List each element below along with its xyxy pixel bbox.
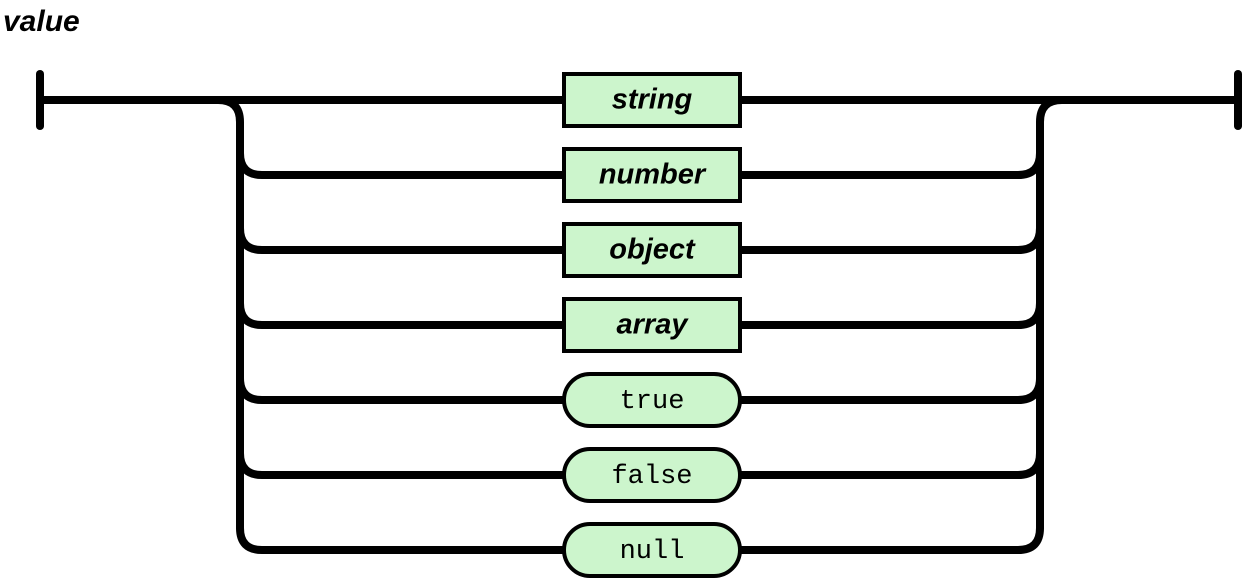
branch-lines: [214, 96, 1066, 554]
nonterminal-box-number: [562, 147, 742, 203]
merge-line-true: [736, 374, 1044, 404]
node-null: null: [562, 522, 742, 578]
terminal-box-null: [562, 522, 742, 578]
nonterminal-box-array: [562, 297, 742, 353]
branch-line-array: [236, 299, 568, 329]
branch-line-number: [236, 149, 568, 179]
node-label-string: string: [612, 84, 693, 116]
merge-line-false: [736, 449, 1044, 479]
merge-line-null: [736, 524, 1044, 554]
merge-line-number: [736, 149, 1044, 179]
node-label-true: true: [620, 387, 685, 417]
branch-line-object: [236, 224, 568, 254]
node-array: array: [562, 297, 742, 353]
merge-line-object: [736, 224, 1044, 254]
node-true: true: [562, 372, 742, 428]
left-branch-trunk: [214, 96, 244, 532]
branch-line-null: [236, 524, 568, 554]
node-string: string: [562, 72, 742, 128]
node-label-number: number: [599, 159, 707, 191]
choice-nodes: string number object array true false null: [562, 72, 742, 578]
terminal-box-true: [562, 372, 742, 428]
node-false: false: [562, 447, 742, 503]
rail-lines: [36, 70, 1242, 130]
nonterminal-box-object: [562, 222, 742, 278]
terminal-box-false: [562, 447, 742, 503]
node-label-object: object: [609, 234, 696, 266]
right-branch-trunk: [1036, 96, 1066, 532]
branch-line-true: [236, 374, 568, 404]
nonterminal-box-string: [562, 72, 742, 128]
branch-line-false: [236, 449, 568, 479]
node-label-null: null: [620, 537, 685, 567]
merge-line-array: [736, 299, 1044, 329]
node-label-array: array: [617, 309, 690, 341]
node-label-false: false: [611, 462, 692, 492]
node-object: object: [562, 222, 742, 278]
node-number: number: [562, 147, 742, 203]
diagram-title: value: [3, 5, 80, 38]
